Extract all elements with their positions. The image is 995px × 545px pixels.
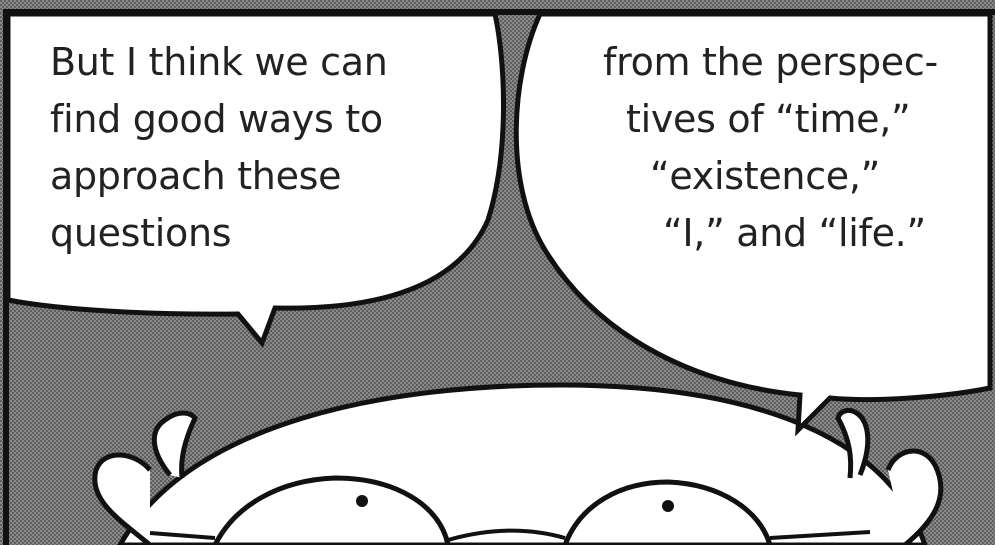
right-bubble-line-3: “existence,” xyxy=(650,154,881,198)
glasses-right-lens xyxy=(562,479,773,545)
right-hand xyxy=(835,408,871,479)
right-speech-bubble xyxy=(513,11,993,437)
left-bubble-line-3: approach these xyxy=(50,154,342,198)
glasses-bridge xyxy=(447,528,566,542)
left-eye xyxy=(356,495,368,507)
glasses-right-arm xyxy=(769,530,871,540)
left-bubble-line-1: But I think we can xyxy=(50,40,388,84)
left-bubble-line-4: questions xyxy=(50,211,232,255)
right-bubble-line-4: “I,” and “life.” xyxy=(663,211,926,255)
glasses-left-arm xyxy=(149,531,216,540)
right-eye xyxy=(662,500,674,512)
left-bubble-text: But I think we can find good ways to app… xyxy=(50,34,388,262)
left-bubble-line-2: find good ways to xyxy=(50,97,383,141)
right-bubble-line-2: tives of “time,” xyxy=(626,97,911,141)
left-hand xyxy=(151,410,198,479)
character-head xyxy=(117,382,928,545)
right-bubble-line-1: from the perspec- xyxy=(603,40,938,84)
left-ear xyxy=(92,452,152,545)
glasses-left-lens xyxy=(212,475,451,545)
left-speech-bubble xyxy=(5,11,506,348)
right-ear xyxy=(885,448,944,545)
panel-border xyxy=(3,9,995,545)
